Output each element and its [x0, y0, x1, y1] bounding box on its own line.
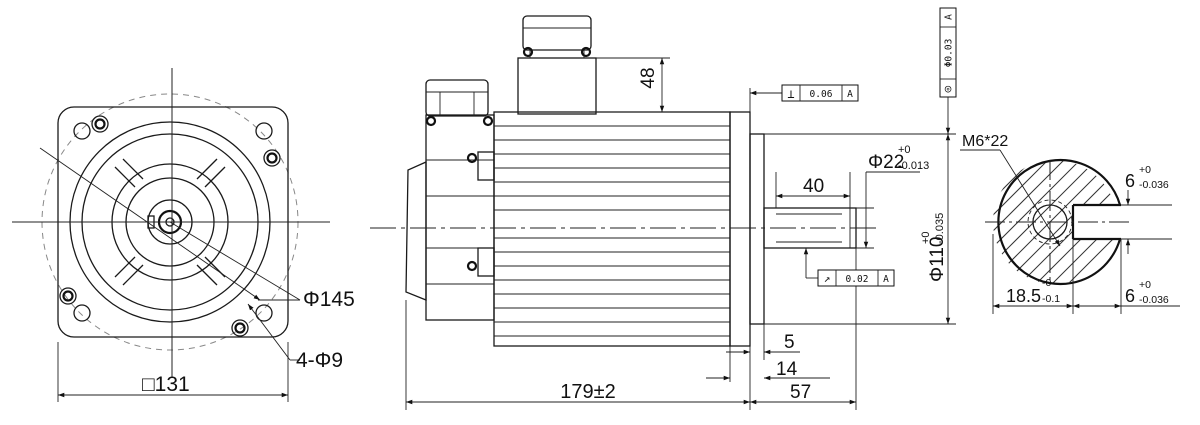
pilot-boss — [749, 133, 765, 325]
fcf-perp-datum: A — [847, 89, 853, 100]
pilot-dia-upper-tol: +0 — [920, 231, 932, 244]
encoder-connector — [425, 79, 489, 117]
rear-end-cap — [425, 114, 495, 321]
pilot-length-label: 14 — [776, 359, 798, 380]
fcf-perpendicularity: ⊥ 0.06 A — [781, 84, 859, 102]
holes-leader — [247, 303, 291, 361]
key-width2-label: 6 — [1125, 286, 1135, 306]
shaft-extension-label: 57 — [790, 382, 811, 403]
key-width-upper-tol: +0 — [1139, 164, 1151, 176]
fcf-concentricity: Φ0.03 A ◎ — [939, 7, 957, 98]
key-width2-lower-tol: -0.036 — [1139, 294, 1169, 306]
rear-cover-bulge — [405, 160, 427, 301]
front-view — [12, 68, 330, 402]
connector-height-label: 48 — [638, 67, 659, 88]
flange-square-label: □131 — [142, 373, 190, 396]
fcf-runout: ↗ 0.02 A — [817, 269, 895, 287]
shaft-dia-upper-tol: +0 — [898, 144, 911, 156]
power-connector-cap — [522, 15, 592, 51]
fcf-conc-datum: A — [944, 14, 955, 20]
fcf-runout-datum: A — [883, 274, 889, 285]
key-width-label: 6 — [1125, 171, 1135, 191]
flange-thickness-label: 5 — [784, 332, 795, 353]
body-length-label: 179±2 — [560, 381, 615, 403]
cooling-fins — [494, 125, 730, 337]
fcf-perp-symbol: ⊥ — [787, 87, 794, 101]
thread-label: M6*22 — [962, 133, 1008, 150]
key-width-lower-tol: -0.036 — [1139, 179, 1169, 191]
motor-body — [493, 111, 731, 347]
key-width2-upper-tol: +0 — [1139, 279, 1151, 291]
power-connector-body — [517, 57, 597, 115]
pilot-dia-label: Φ110 — [927, 237, 948, 282]
pilot-dia-lower-tol: -0.035 — [934, 213, 946, 244]
shaft-length-label: 40 — [803, 176, 824, 197]
key-depth-lower-tol: -0.1 — [1042, 293, 1060, 305]
fcf-conc-value: Φ0.03 — [944, 39, 955, 68]
fcf-runout-symbol: ↗ — [824, 272, 831, 285]
key-depth-upper-tol: -0 — [1042, 277, 1051, 289]
flange-ribs — [114, 158, 226, 286]
front-flange — [729, 111, 751, 347]
holes-label: 4-Φ9 — [296, 349, 343, 372]
bolt-circle-leader — [39, 147, 261, 301]
fcf-perp-value: 0.06 — [810, 89, 833, 100]
fcf-runout-value: 0.02 — [846, 274, 869, 285]
shaft-dia-lower-tol: -0.013 — [898, 160, 929, 172]
key-depth-label: 18.5 — [1006, 286, 1041, 306]
mounting-holes — [73, 122, 273, 322]
fcf-conc-symbol: ◎ — [945, 82, 952, 95]
shaft-dia-label: Φ22 — [868, 152, 904, 173]
flange-screws — [59, 115, 281, 337]
side-view — [370, 15, 956, 410]
bolt-circle-label: Φ145 — [303, 288, 355, 311]
